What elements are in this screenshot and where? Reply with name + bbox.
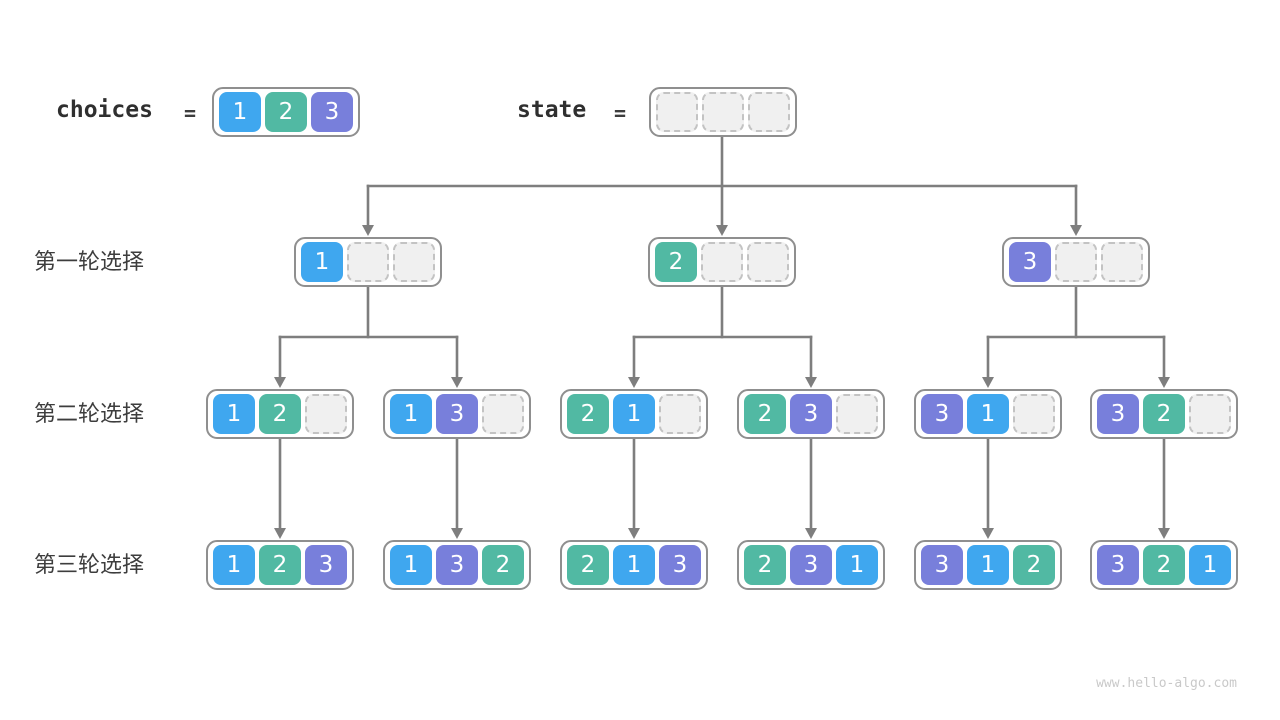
empty-cell bbox=[482, 394, 524, 434]
arrow-head-icon bbox=[628, 377, 640, 388]
arrow-head-icon bbox=[274, 377, 286, 388]
value-cell: 1 bbox=[219, 92, 261, 132]
value-cell: 2 bbox=[655, 242, 697, 282]
arrow-head-icon bbox=[451, 377, 463, 388]
value-cell: 1 bbox=[836, 545, 878, 585]
round1-state-box: 2 bbox=[648, 237, 796, 287]
value-cell: 3 bbox=[436, 394, 478, 434]
value-cell: 2 bbox=[744, 545, 786, 585]
arrow-head-icon bbox=[1158, 377, 1170, 388]
empty-cell bbox=[347, 242, 389, 282]
value-cell: 2 bbox=[482, 545, 524, 585]
value-cell: 1 bbox=[390, 545, 432, 585]
value-cell: 2 bbox=[744, 394, 786, 434]
value-cell: 3 bbox=[921, 545, 963, 585]
arrow-head-icon bbox=[362, 225, 374, 236]
value-cell: 2 bbox=[265, 92, 307, 132]
empty-cell bbox=[1055, 242, 1097, 282]
value-cell: 2 bbox=[1143, 394, 1185, 434]
watermark: www.hello-algo.com bbox=[1096, 676, 1237, 691]
empty-cell bbox=[701, 242, 743, 282]
value-cell: 1 bbox=[390, 394, 432, 434]
empty-cell bbox=[305, 394, 347, 434]
empty-cell bbox=[393, 242, 435, 282]
arrow-head-icon bbox=[805, 377, 817, 388]
value-cell: 1 bbox=[301, 242, 343, 282]
state-equals-sign: = bbox=[614, 101, 627, 125]
round-label-2: 第二轮选择 bbox=[34, 401, 145, 426]
empty-cell bbox=[748, 92, 790, 132]
value-cell: 1 bbox=[1189, 545, 1231, 585]
empty-cell bbox=[1013, 394, 1055, 434]
value-cell: 2 bbox=[567, 394, 609, 434]
value-cell: 2 bbox=[259, 394, 301, 434]
value-cell: 3 bbox=[790, 394, 832, 434]
value-cell: 1 bbox=[613, 394, 655, 434]
value-cell: 3 bbox=[436, 545, 478, 585]
value-cell: 3 bbox=[1097, 394, 1139, 434]
value-cell: 1 bbox=[967, 545, 1009, 585]
value-cell: 3 bbox=[659, 545, 701, 585]
arrow-head-icon bbox=[274, 528, 286, 539]
value-cell: 3 bbox=[1009, 242, 1051, 282]
empty-cell bbox=[1189, 394, 1231, 434]
value-cell: 3 bbox=[305, 545, 347, 585]
choices-equals-sign: = bbox=[184, 101, 197, 125]
empty-cell bbox=[656, 92, 698, 132]
value-cell: 3 bbox=[790, 545, 832, 585]
arrow-head-icon bbox=[982, 377, 994, 388]
value-cell: 2 bbox=[567, 545, 609, 585]
empty-cell bbox=[747, 242, 789, 282]
value-cell: 2 bbox=[259, 545, 301, 585]
value-cell: 1 bbox=[213, 545, 255, 585]
empty-cell bbox=[1101, 242, 1143, 282]
value-cell: 1 bbox=[613, 545, 655, 585]
choices-label: choices bbox=[56, 97, 153, 123]
round-label-1: 第一轮选择 bbox=[34, 249, 145, 274]
empty-cell bbox=[659, 394, 701, 434]
arrow-head-icon bbox=[716, 225, 728, 236]
value-cell: 2 bbox=[1143, 545, 1185, 585]
value-cell: 3 bbox=[311, 92, 353, 132]
state-label: state bbox=[517, 97, 587, 123]
arrow-head-icon bbox=[1158, 528, 1170, 539]
value-cell: 3 bbox=[921, 394, 963, 434]
empty-cell bbox=[836, 394, 878, 434]
empty-cell bbox=[702, 92, 744, 132]
round-label-3: 第三轮选择 bbox=[34, 552, 145, 577]
arrow-head-icon bbox=[805, 528, 817, 539]
round1-state-box: 3 bbox=[1002, 237, 1150, 287]
round1-state-box: 1 bbox=[294, 237, 442, 287]
arrow-head-icon bbox=[451, 528, 463, 539]
state-array-box bbox=[649, 87, 797, 137]
value-cell: 3 bbox=[1097, 545, 1139, 585]
arrow-head-icon bbox=[1070, 225, 1082, 236]
value-cell: 1 bbox=[213, 394, 255, 434]
value-cell: 2 bbox=[1013, 545, 1055, 585]
value-cell: 1 bbox=[967, 394, 1009, 434]
arrow-head-icon bbox=[982, 528, 994, 539]
arrow-head-icon bbox=[628, 528, 640, 539]
